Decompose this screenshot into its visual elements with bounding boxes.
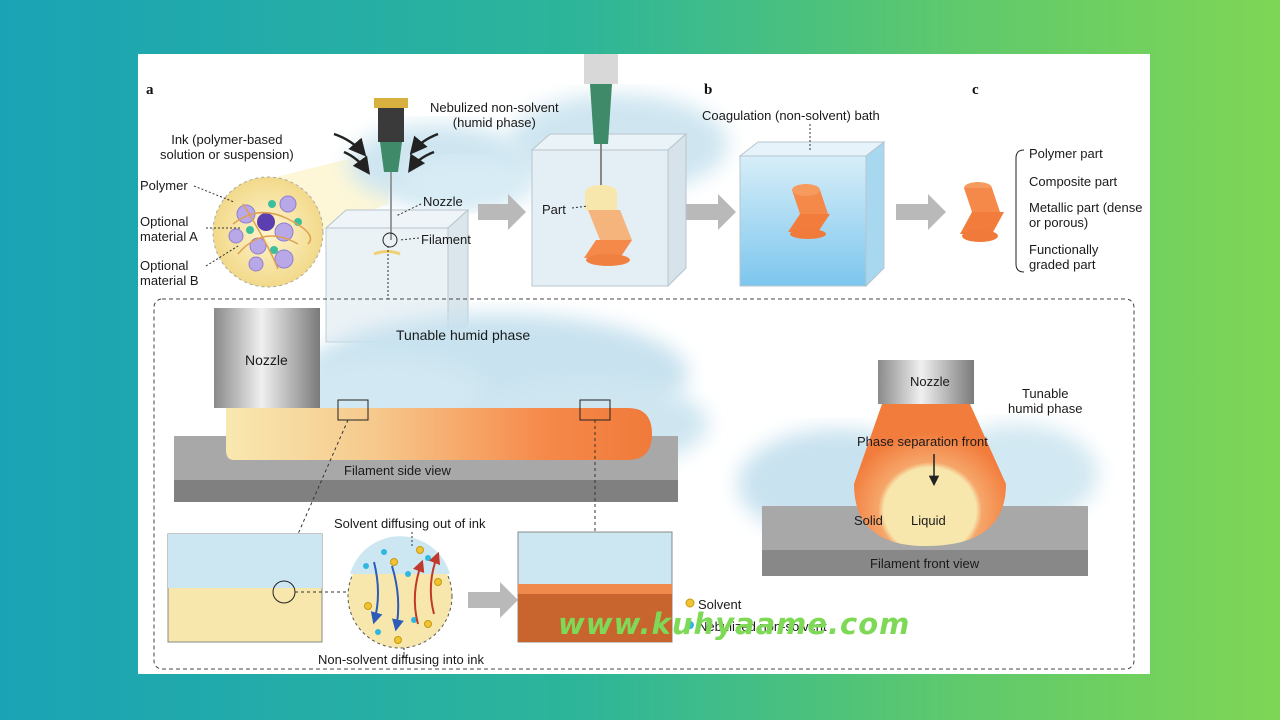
part-label: Part <box>542 202 566 217</box>
outcome-graded: Functionally graded part <box>1029 242 1099 272</box>
process-arrows <box>468 194 946 618</box>
part-print-box <box>508 54 728 288</box>
outcome-polymer: Polymer part <box>1029 146 1103 161</box>
solid-label: Solid <box>854 513 883 528</box>
front-nozzle-label: Nozzle <box>910 374 950 389</box>
figure-panel: a b c Ink (polymer-based solution or sus… <box>138 54 1150 674</box>
legend-solvent: Solvent <box>698 597 742 612</box>
panel-label-b: b <box>704 82 713 98</box>
panel-label-a: a <box>146 82 154 98</box>
nebulized-label: Nebulized non-solvent (humid phase) <box>430 100 559 130</box>
bath-label: Coagulation (non-solvent) bath <box>702 108 880 123</box>
side-caption: Filament side view <box>344 463 451 478</box>
outcome-metallic: Metallic part (dense or porous) <box>1029 200 1143 230</box>
optional-b-label: Optional material B <box>140 258 199 288</box>
legend-nonsolvent: Nebulized non-solvent <box>698 619 827 634</box>
front-caption: Filament front view <box>870 556 980 571</box>
front-view <box>738 360 1098 576</box>
panel-label-c: c <box>972 82 979 98</box>
solvent-out-label: Solvent diffusing out of ink <box>334 516 486 531</box>
optional-a-label: Optional material A <box>140 214 198 244</box>
ink-title: Ink (polymer-based solution or suspensio… <box>160 132 294 162</box>
polymer-label: Polymer <box>140 178 188 193</box>
diffusion-zoom <box>167 531 695 658</box>
side-view <box>174 308 708 535</box>
outcome-composite: Composite part <box>1029 174 1118 189</box>
side-humid-label: Tunable humid phase <box>396 327 531 343</box>
side-nozzle-label: Nozzle <box>245 352 288 368</box>
front-humid-label: Tunable humid phase <box>1008 386 1083 416</box>
phase-front-label: Phase separation front <box>857 434 988 449</box>
filament-label: Filament <box>421 232 471 247</box>
liquid-label: Liquid <box>911 513 946 528</box>
diagram-graphics <box>153 54 1135 670</box>
humid-print-box <box>324 98 538 344</box>
watermark: www.kuhyaame.com <box>558 607 911 641</box>
ink-leaders <box>193 185 240 267</box>
coagulation-bath <box>738 124 886 288</box>
final-part <box>960 149 1025 273</box>
nonsolvent-in-label: Non-solvent diffusing into ink <box>318 652 484 667</box>
nozzle-label: Nozzle <box>423 194 463 209</box>
